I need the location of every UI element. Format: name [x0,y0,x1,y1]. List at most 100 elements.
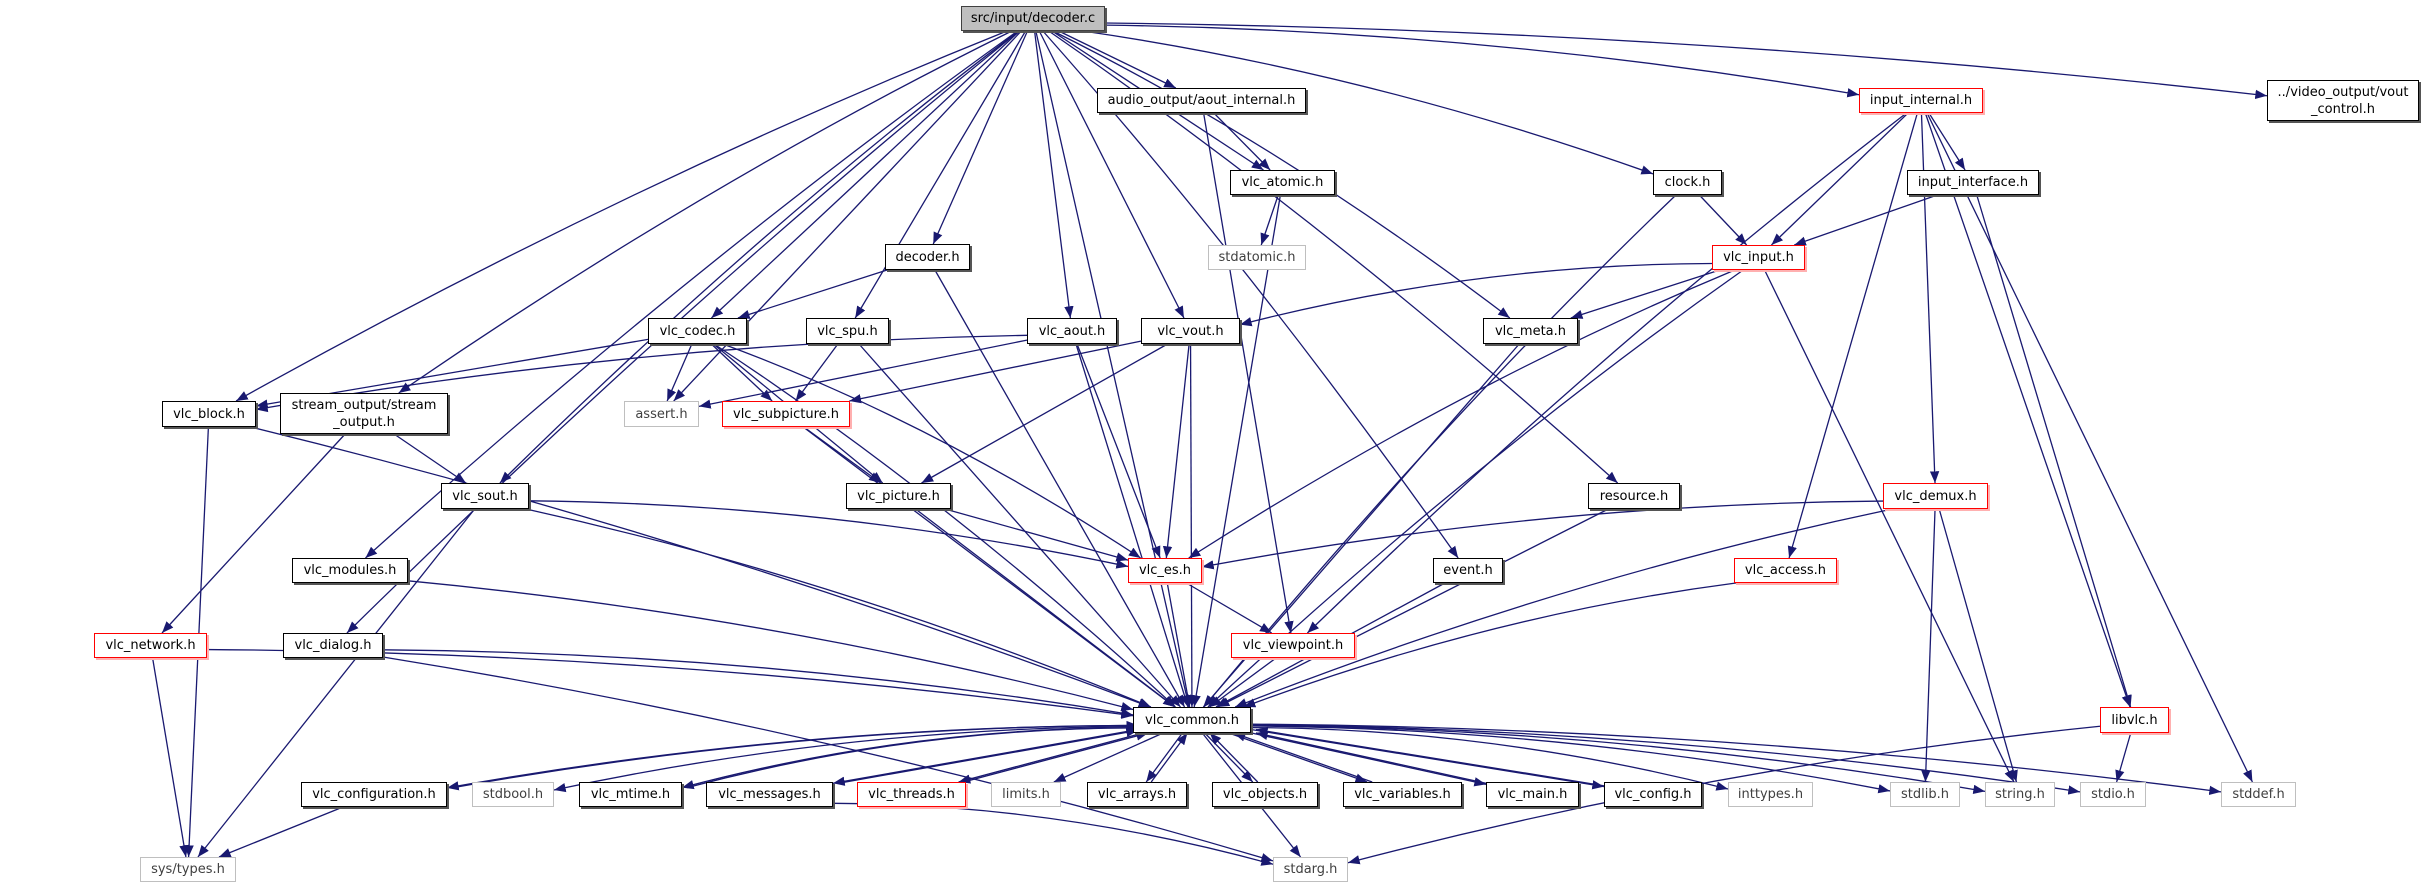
node-vlc-config-h[interactable]: vlc_config.h [1604,782,1702,807]
edge-vlc-vout-h-to-vlc-picture-h [921,343,1168,484]
node-resource-h[interactable]: resource.h [1588,483,1680,509]
edge-vlc-demux-h-to-vlc-es-h [1201,500,1884,570]
edge-vlc-input-h-to-vlc-vout-h [1239,262,1713,327]
edge-vlc-dialog-h-to-vlc-common-h [382,649,1134,718]
edge-input-internal-h-to-vlc-input-h [1770,112,1909,246]
node-stdbool-h[interactable]: stdbool.h [472,782,554,807]
node-vlc-sout-h[interactable]: vlc_sout.h [441,483,529,509]
edge-vlc-config-h-to-vlc-common-h [1255,726,1610,788]
node-aout-internal-h[interactable]: audio_output/aout_internal.h [1097,88,1306,113]
node-input-interface-h[interactable]: input_interface.h [1907,170,2039,195]
node-decoder-h[interactable]: decoder.h [885,244,970,270]
node-label: vlc_dialog.h [294,638,372,653]
edge-decoder-c-to-stream-output-h [398,30,1013,394]
node-vlc-subpicture-h[interactable]: vlc_subpicture.h [722,401,850,427]
node-vlc-demux-h[interactable]: vlc_demux.h [1883,483,1988,509]
node-event-h[interactable]: event.h [1433,558,1503,583]
node-inttypes-h[interactable]: inttypes.h [1728,782,1813,807]
node-label: vlc_configuration.h [312,787,436,802]
node-label: inttypes.h [1737,787,1804,802]
node-vlc-aout-h[interactable]: vlc_aout.h [1027,318,1117,344]
node-vlc-objects-h[interactable]: vlc_objects.h [1212,782,1318,807]
node-vlc-viewpoint-h[interactable]: vlc_viewpoint.h [1231,633,1355,658]
node-vlc-block-h[interactable]: vlc_block.h [162,401,256,427]
node-string-h[interactable]: string.h [1985,782,2055,807]
edge-vlc-common-h-to-string-h [1250,724,1986,794]
edge-vlc-common-h-to-vlc-variables-h [1228,732,1368,783]
node-vlc-threads-h[interactable]: vlc_threads.h [857,782,966,807]
edge-vlc-common-h-to-stddef-h [1250,723,2222,795]
node-vlc-network-h[interactable]: vlc_network.h [94,633,207,658]
edge-vlc-mtime-h-to-vlc-common-h [686,723,1139,789]
edge-vlc-input-h-to-vlc-meta-h [1570,269,1720,319]
node-vlc-codec-h[interactable]: vlc_codec.h [648,318,747,344]
node-vlc-modules-h[interactable]: vlc_modules.h [292,558,408,583]
node-stdarg-h[interactable]: stdarg.h [1273,857,1348,882]
edge-decoder-c-to-vlc-codec-h [711,30,1021,319]
node-clock-h[interactable]: clock.h [1653,170,1722,195]
node-stddef-h[interactable]: stddef.h [2221,782,2296,807]
edge-decoder-c-to-vlc-common-h [1035,30,1192,708]
node-vlc-access-h[interactable]: vlc_access.h [1734,558,1837,583]
edge-decoder-c-to-input-internal-h [1104,24,1860,98]
edge-vlc-picture-h-to-vlc-common-h [915,508,1176,708]
node-label: vlc_modules.h [303,563,397,578]
edge-decoder-c-to-vlc-dialog-h [346,30,1020,634]
edge-decoder-c-to-aout-internal-h [1058,30,1177,89]
node-vlc-variables-h[interactable]: vlc_variables.h [1343,782,1462,807]
edge-vlc-codec-h-to-vlc-common-h [713,343,1176,708]
edge-vlc-demux-h-to-vlc-common-h [1234,508,1893,708]
edge-vlc-messages-h-to-vlc-common-h [837,727,1139,784]
node-label: vlc_common.h [1145,712,1239,728]
node-label: clock.h [1664,175,1711,190]
edge-vlc-common-h-to-vlc-messages-h [832,729,1134,786]
node-stdio-h[interactable]: stdio.h [2080,782,2146,807]
node-stdatomic-h[interactable]: stdatomic.h [1208,245,1306,270]
edge-clock-h-to-vlc-input-h [1698,194,1748,246]
edge-vlc-objects-h-to-vlc-common-h [1209,732,1259,783]
node-label: stdio.h [2091,787,2135,802]
node-vlc-picture-h[interactable]: vlc_picture.h [846,483,951,509]
edge-vlc-messages-h-to-stdarg-h [832,802,1274,866]
node-label: resource.h [1599,488,1669,504]
node-label: vlc_arrays.h [1097,787,1177,802]
node-vlc-es-h[interactable]: vlc_es.h [1128,558,1202,583]
node-libvlc-h[interactable]: libvlc.h [2100,707,2169,733]
node-label: stdarg.h [1283,862,1338,877]
node-label: vlc_viewpoint.h [1242,638,1344,653]
edge-vlc-demux-h-to-string-h [1938,508,2018,783]
node-vlc-arrays-h[interactable]: vlc_arrays.h [1087,782,1187,807]
node-vlc-input-h[interactable]: vlc_input.h [1712,245,1805,270]
node-vlc-mtime-h[interactable]: vlc_mtime.h [579,782,682,807]
edge-vlc-common-h-to-vlc-objects-h [1204,732,1254,783]
edge-vlc-modules-h-to-vlc-common-h [407,580,1134,712]
edge-decoder-c-to-vlc-vout-h [1038,30,1185,319]
node-stream-output-h[interactable]: stream_output/stream_output.h [280,393,448,434]
node-label: _output.h [333,414,395,430]
edge-stream-output-h-to-vlc-network-h [161,433,346,634]
node-limits-h[interactable]: limits.h [991,782,1061,807]
node-vlc-common-h[interactable]: vlc_common.h [1133,707,1251,733]
node-label: stdlib.h [1901,787,1949,802]
edge-vlc-common-h-to-stdbool-h [553,725,1134,793]
node-vlc-atomic-h[interactable]: vlc_atomic.h [1230,170,1335,195]
node-vout-control-h[interactable]: ../video_output/vout_control.h [2267,80,2419,121]
edge-decoder-c-to-decoder-h [932,30,1029,245]
node-vlc-main-h[interactable]: vlc_main.h [1486,782,1579,807]
node-vlc-dialog-h[interactable]: vlc_dialog.h [283,633,383,658]
node-label: vlc_sout.h [452,488,518,504]
node-vlc-configuration-h[interactable]: vlc_configuration.h [301,782,447,807]
node-vlc-spu-h[interactable]: vlc_spu.h [806,318,889,344]
node-assert-h[interactable]: assert.h [624,401,699,427]
node-input-internal-h[interactable]: input_internal.h [1859,88,1983,113]
node-sys-types-h[interactable]: sys/types.h [140,857,236,882]
node-stdlib-h[interactable]: stdlib.h [1890,782,1960,807]
node-vlc-vout-h[interactable]: vlc_vout.h [1141,318,1240,344]
node-vlc-messages-h[interactable]: vlc_messages.h [706,782,833,807]
node-label: vlc_input.h [1723,250,1794,265]
node-vlc-meta-h[interactable]: vlc_meta.h [1483,318,1578,344]
edge-vlc-arrays-h-to-vlc-common-h [1150,732,1188,783]
edge-decoder-c-to-clock-h [1082,30,1654,175]
